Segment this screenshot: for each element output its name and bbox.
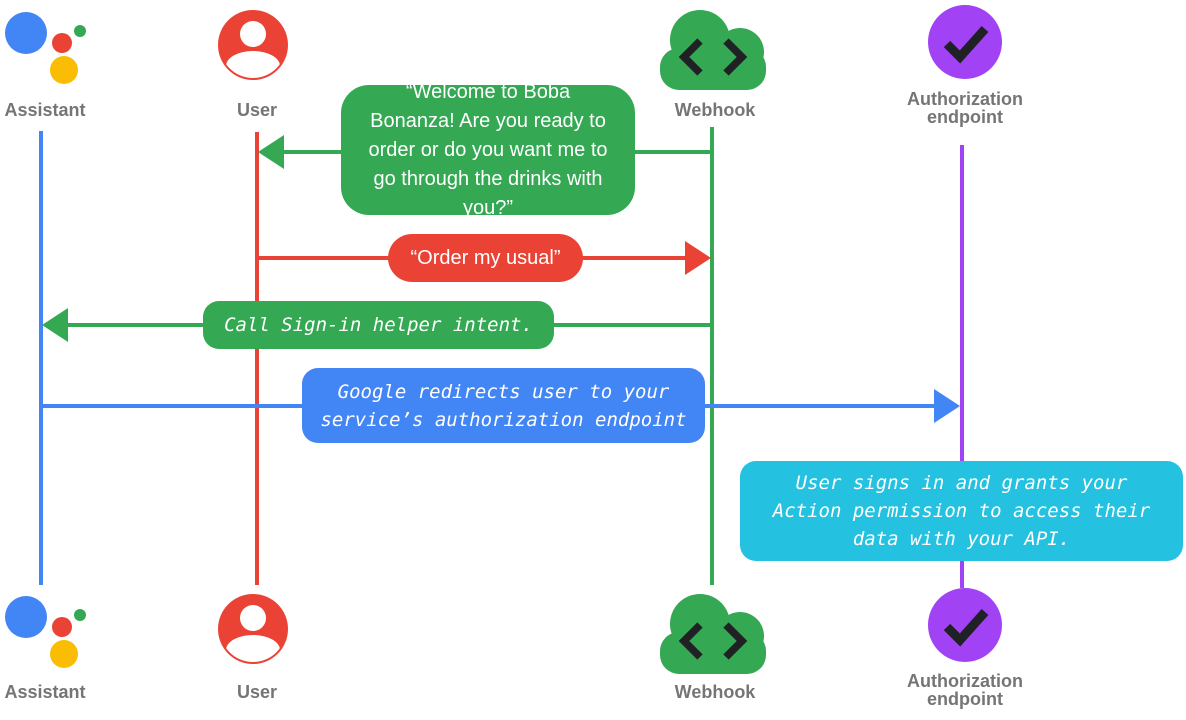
message2-text: “Order my usual”	[410, 246, 561, 269]
message4-arrowhead-right-icon	[934, 389, 960, 423]
user-label-bottom: User	[236, 682, 278, 702]
message1-arrowhead-left-icon	[258, 135, 284, 169]
message5-note-bubble: User signs in and grants your Action per…	[740, 461, 1183, 561]
message5-text: User signs in and grants your Action per…	[772, 472, 1151, 550]
cloud-code-icon	[660, 594, 766, 674]
user-label-top: User	[236, 100, 278, 120]
message2-speech-bubble: “Order my usual”	[388, 234, 583, 282]
webhook-label-bottom: Webhook	[674, 682, 756, 702]
message3-text: Call Sign-in helper intent.	[224, 314, 533, 336]
user-icon	[218, 594, 288, 664]
message1-text: “Welcome to Boba Bonanza! Are you ready …	[368, 80, 608, 219]
google-assistant-icon	[5, 596, 86, 668]
authorization-endpoint-label-bottom: Authorization endpoint	[907, 671, 1023, 709]
cloud-code-icon	[660, 10, 766, 90]
message1-speech-bubble: “Welcome to Boba Bonanza! Are you ready …	[341, 81, 635, 219]
message3-code-bubble: Call Sign-in helper intent.	[203, 301, 554, 349]
assistant-lifeline	[39, 131, 43, 585]
user-icon	[218, 10, 288, 80]
webhook-label-top: Webhook	[674, 100, 756, 120]
check-circle-icon	[928, 5, 1002, 79]
assistant-label-bottom: Assistant	[4, 682, 86, 702]
authorization-endpoint-label-top: Authorization endpoint	[907, 89, 1023, 127]
google-assistant-icon	[5, 12, 86, 84]
check-circle-icon	[928, 588, 1002, 662]
message2-arrowhead-right-icon	[685, 241, 711, 275]
message4-code-bubble: Google redirects user to your service’s …	[302, 368, 705, 443]
user-lifeline	[255, 132, 259, 585]
message4-text: Google redirects user to your service’s …	[320, 380, 687, 431]
assistant-label-top: Assistant	[4, 100, 86, 120]
message3-arrowhead-left-icon	[42, 308, 68, 342]
authorization-endpoint-lifeline	[960, 145, 964, 588]
webhook-lifeline	[710, 127, 714, 585]
